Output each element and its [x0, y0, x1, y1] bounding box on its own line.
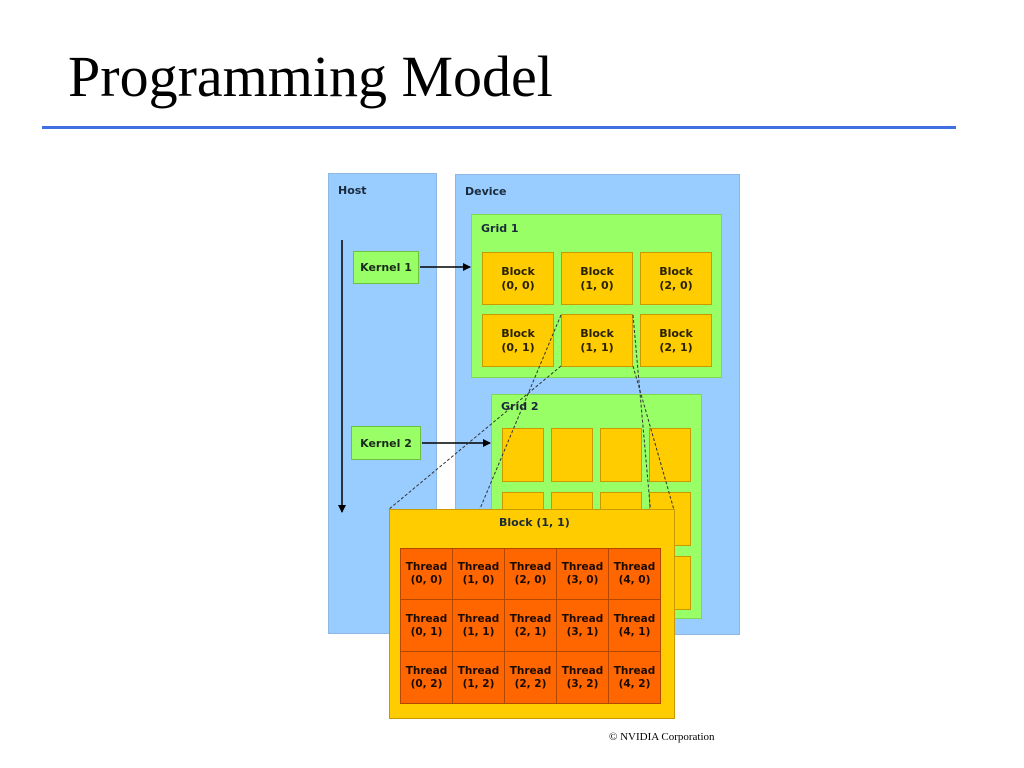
thread-1-1: Thread (1, 1)	[452, 599, 505, 652]
thread-3-0: Thread (3, 0)	[556, 548, 609, 600]
thread-4-0: Thread (4, 0)	[608, 548, 661, 600]
copyright-notice: © NVIDIA Corporation	[609, 731, 715, 743]
thread-2-0: Thread (2, 0)	[504, 548, 557, 600]
grid-1-label: Grid 1	[481, 222, 519, 235]
thread-3-2: Thread (3, 2)	[556, 651, 609, 704]
grid1-block-2-1: Block (2, 1)	[640, 314, 712, 367]
thread-1-0: Thread (1, 0)	[452, 548, 505, 600]
grid1-block-2-0: Block (2, 0)	[640, 252, 712, 305]
thread-2-1: Thread (2, 1)	[504, 599, 557, 652]
device-label: Device	[465, 185, 507, 198]
kernel-1-box: Kernel 1	[353, 251, 419, 284]
slide-title: Programming Model	[68, 44, 553, 109]
kernel-2-box: Kernel 2	[351, 426, 421, 460]
host-label: Host	[338, 184, 367, 197]
grid1-block-1-0: Block (1, 0)	[561, 252, 633, 305]
thread-0-0: Thread (0, 0)	[400, 548, 453, 600]
thread-3-1: Thread (3, 1)	[556, 599, 609, 652]
grid2-block	[551, 428, 593, 482]
thread-0-2: Thread (0, 2)	[400, 651, 453, 704]
grid1-block-0-0: Block (0, 0)	[482, 252, 554, 305]
thread-2-2: Thread (2, 2)	[504, 651, 557, 704]
thread-0-1: Thread (0, 1)	[400, 599, 453, 652]
grid-2-label: Grid 2	[501, 400, 539, 413]
grid2-block	[502, 428, 544, 482]
thread-4-1: Thread (4, 1)	[608, 599, 661, 652]
grid2-block	[600, 428, 642, 482]
grid1-block-1-1: Block (1, 1)	[561, 314, 633, 367]
grid1-block-0-1: Block (0, 1)	[482, 314, 554, 367]
zoomed-block-label: Block (1, 1)	[499, 516, 570, 529]
grid2-block	[649, 428, 691, 482]
thread-1-2: Thread (1, 2)	[452, 651, 505, 704]
thread-4-2: Thread (4, 2)	[608, 651, 661, 704]
title-divider	[42, 126, 956, 129]
